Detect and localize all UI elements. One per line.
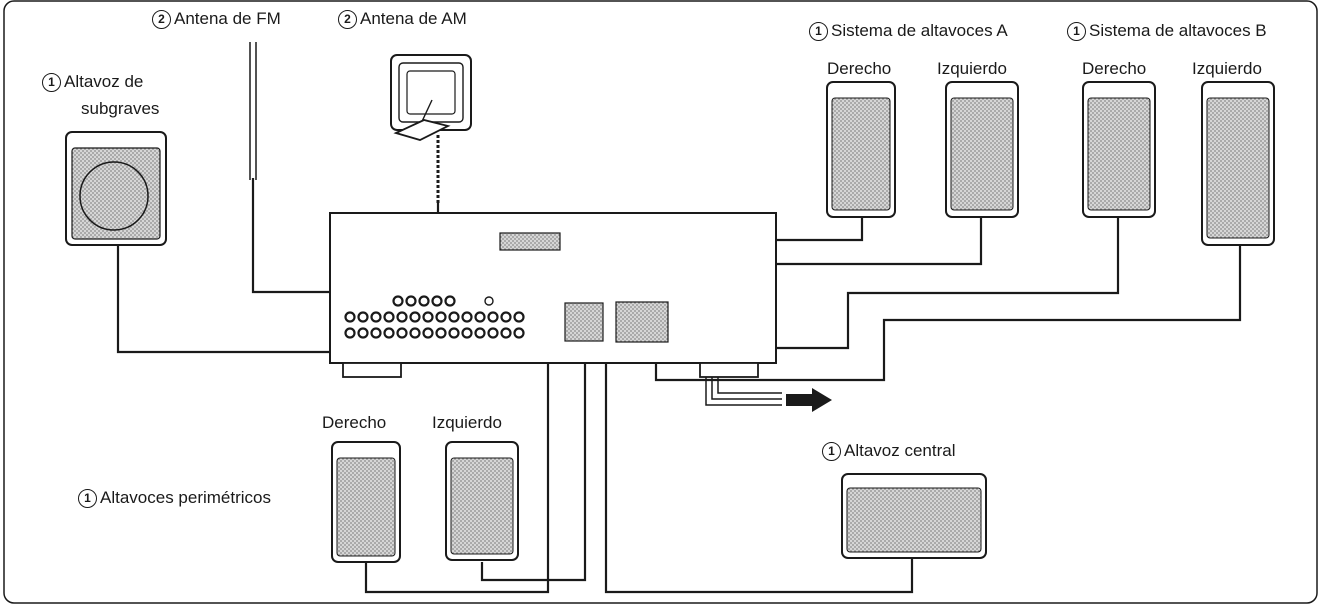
speaker-a-left-label: Izquierdo <box>937 59 1007 78</box>
marker-1: 1 <box>822 442 841 461</box>
center-speaker <box>841 473 987 559</box>
subwoofer-label-line2: subgraves <box>81 99 160 118</box>
marker-1: 1 <box>809 22 828 41</box>
outer-frame <box>3 0 1318 604</box>
subwoofer <box>65 131 167 246</box>
marker-2: 2 <box>152 10 171 29</box>
am-antenna <box>390 54 472 205</box>
speaker-a-left <box>945 81 1019 218</box>
marker-1: 1 <box>1067 22 1086 41</box>
speaker-b-right <box>1082 81 1156 218</box>
front-speaker-terminals <box>615 301 669 343</box>
surround-left-cable <box>480 332 587 582</box>
marker-2: 2 <box>338 10 357 29</box>
front-b-left-cable <box>654 246 1242 382</box>
power-cord-arrow <box>786 388 832 412</box>
marker-1: 1 <box>78 489 97 508</box>
center-cable <box>604 322 914 594</box>
speaker-a-right-label: Derecho <box>827 59 892 78</box>
rca-jacks <box>344 295 525 339</box>
fm-antenna <box>249 42 257 180</box>
marker-1: 1 <box>42 73 61 92</box>
surround-left-speaker <box>445 441 519 561</box>
surround-right-label: Derecho <box>322 413 387 432</box>
receiver-rear-panel <box>329 212 777 378</box>
speaker-b-right-label: Derecho <box>1082 59 1147 78</box>
antenna-terminals <box>499 232 561 251</box>
surround-center-terminals <box>564 302 604 342</box>
surround-right-speaker <box>331 441 401 563</box>
speaker-b-left-label: Izquierdo <box>1192 59 1262 78</box>
surround-left-label: Izquierdo <box>432 413 502 432</box>
surround-right-cable <box>364 330 550 594</box>
speaker-a-right <box>826 81 896 218</box>
speaker-b-left <box>1201 81 1275 246</box>
